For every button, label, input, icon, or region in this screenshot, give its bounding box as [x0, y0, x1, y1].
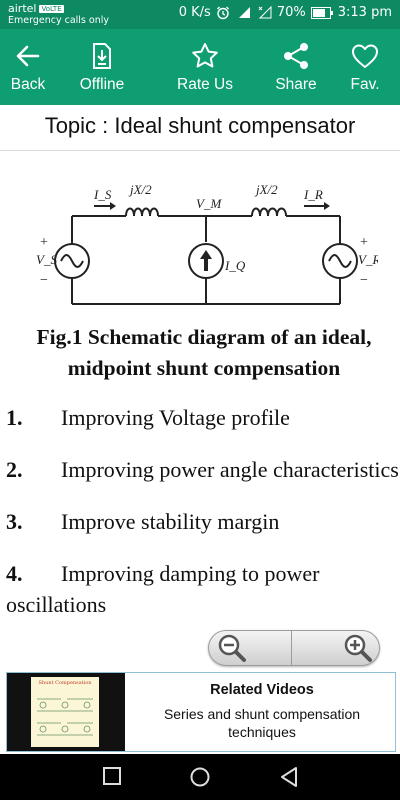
diagram-label-jx-right: jX/2	[254, 182, 278, 197]
offline-button[interactable]: Offline	[56, 29, 148, 105]
diagram-label-vr: V_R	[358, 252, 378, 267]
list-item-text: Improving power angle characteristics	[61, 457, 399, 482]
topic-title: Topic : Ideal shunt compensator	[0, 105, 400, 151]
list-item-number: 3.	[6, 509, 23, 534]
top-toolbar: Back Offline Rate Us Share Fav.	[0, 29, 400, 105]
favorite-label: Fav.	[350, 76, 380, 93]
share-label: Share	[275, 76, 317, 93]
list-item-text: Improve stability margin	[61, 509, 280, 534]
battery-icon	[310, 6, 333, 19]
diagram-label-vs: V_S	[36, 252, 57, 267]
alarm-icon	[216, 6, 230, 20]
diagram-label-iq: I_Q	[224, 258, 246, 273]
list-item-text: Improving damping to power oscillations	[6, 561, 320, 617]
list-item: 4.Improving damping to power oscillation…	[6, 558, 400, 620]
related-videos-title: Related Videos	[210, 682, 314, 698]
signal-4g-icon	[235, 6, 251, 19]
net-speed: 0 K/s	[178, 5, 211, 20]
back-button[interactable]: Back	[0, 29, 56, 105]
star-icon	[192, 43, 218, 68]
diagram-plus-left: +	[40, 235, 48, 250]
list-item: 3. Improve stability margin	[6, 506, 400, 537]
diagram-label-vm: V_M	[196, 196, 222, 211]
thumbnail-diagram	[37, 698, 93, 736]
video-thumbnail[interactable]: Shunt Compensation	[7, 673, 125, 751]
zoom-in-button[interactable]	[290, 631, 380, 665]
rate-us-button[interactable]: Rate Us	[148, 29, 262, 105]
carrier-label: airtel	[8, 2, 37, 15]
zoom-in-icon	[344, 634, 372, 662]
home-circle-icon[interactable]	[189, 766, 211, 788]
list-item-number: 2.	[6, 457, 23, 482]
list-item: 2. Improving power angle characteristics	[6, 454, 400, 485]
offline-label: Offline	[79, 76, 125, 93]
thumbnail-slide: Shunt Compensation	[31, 677, 99, 747]
thumbnail-title: Shunt Compensation	[38, 680, 92, 686]
download-file-icon	[93, 43, 111, 69]
points-list: 1. Improving Voltage profile 2. Improving …	[6, 402, 400, 641]
article-content: I_S jX/2 V_M jX/2 I_R V_S I_Q V_R + − + …	[0, 152, 400, 672]
recents-square-icon[interactable]	[102, 766, 122, 786]
back-triangle-icon[interactable]	[279, 766, 299, 788]
zoom-control	[208, 630, 380, 666]
related-video-link[interactable]: Series and shunt compensation techniques	[163, 706, 361, 740]
diagram-label-ir: I_R	[303, 187, 323, 202]
back-label: Back	[10, 76, 46, 93]
clock-time: 3:13 pm	[337, 5, 392, 20]
volte-badge: VoLTE	[39, 5, 64, 13]
list-item: 1. Improving Voltage profile	[6, 402, 400, 433]
diagram-label-jx-left: jX/2	[128, 182, 152, 197]
battery-percent: 70%	[276, 5, 306, 20]
list-item-number: 4.	[6, 561, 23, 586]
list-item-number: 1.	[6, 405, 23, 430]
heart-icon	[352, 44, 378, 68]
diagram-label-is: I_S	[93, 187, 112, 202]
list-item-text: Improving Voltage profile	[61, 405, 290, 430]
emergency-calls-text: Emergency calls only	[8, 15, 109, 26]
share-button[interactable]: Share	[262, 29, 330, 105]
arrow-left-icon	[16, 45, 40, 67]
favorite-button[interactable]: Fav.	[330, 29, 400, 105]
status-indicators: 0 K/s 70% 3:13 pm	[179, 5, 392, 20]
share-icon	[284, 43, 308, 69]
figure-caption: Fig.1 Schematic diagram of an ideal, mid…	[36, 325, 372, 380]
diagram-plus-right: +	[360, 235, 368, 250]
rate-us-label: Rate Us	[177, 76, 233, 93]
system-nav-bar	[0, 754, 400, 800]
shunt-compensator-schematic: I_S jX/2 V_M jX/2 I_R V_S I_Q V_R + − + …	[36, 182, 378, 305]
related-videos-banner[interactable]: Shunt Compensation Related Videos Series…	[6, 672, 396, 752]
zoom-out-icon	[218, 634, 246, 662]
zoom-out-button[interactable]	[209, 631, 291, 665]
signal-x-icon	[256, 6, 272, 19]
diagram-minus-left: −	[40, 273, 48, 288]
diagram-minus-right: −	[360, 273, 368, 288]
